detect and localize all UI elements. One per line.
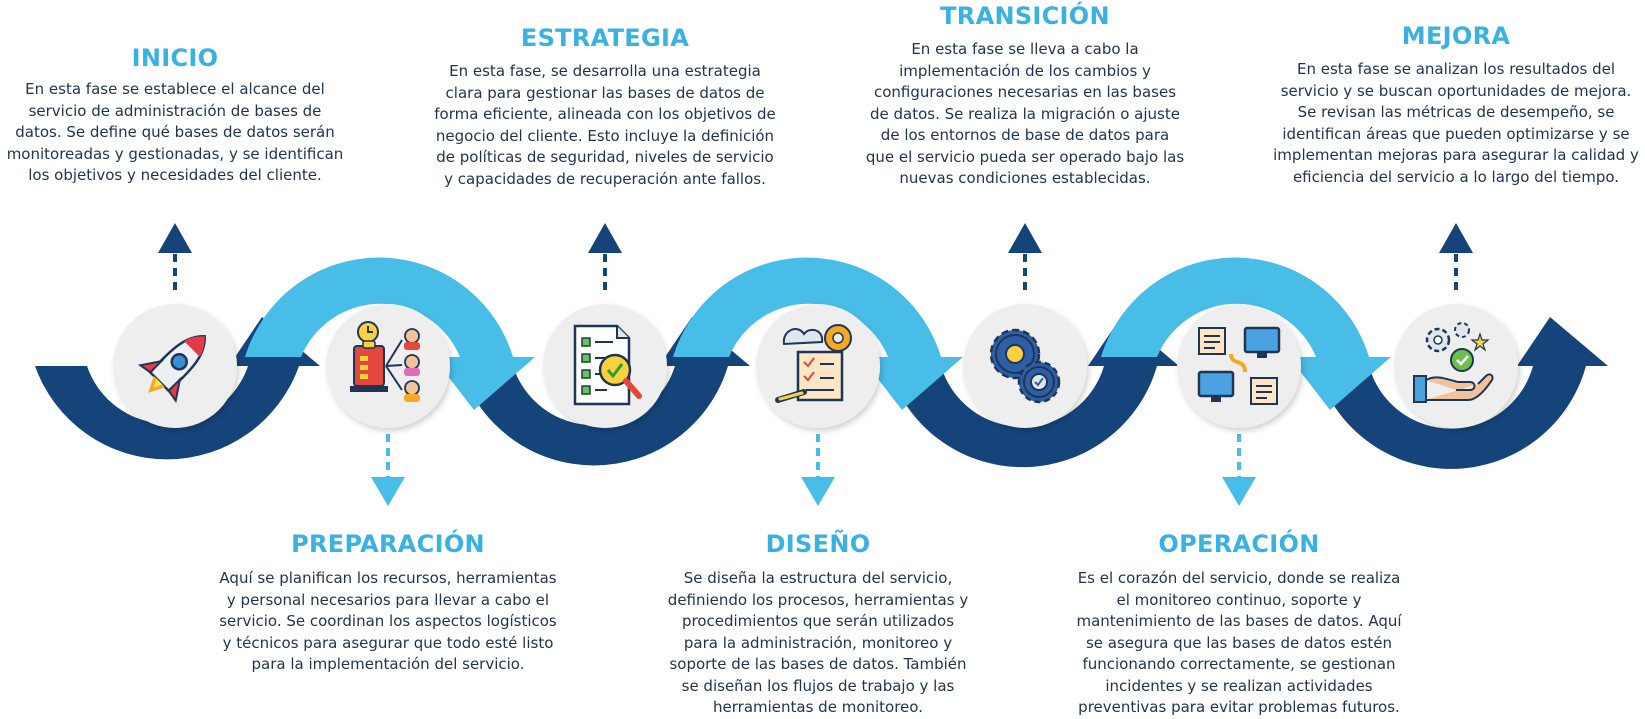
description-line: herramientas de monitoreo. — [713, 698, 923, 716]
up-arrow-mejora — [1439, 223, 1473, 290]
description-line: definiendo los procesos, herramientas y — [667, 590, 969, 609]
description-line: implementación de los cambios y — [899, 61, 1151, 80]
description-line: Se diseña la estructura del servicio, — [683, 569, 953, 587]
phase-title-mejora: MEJORA — [1401, 22, 1511, 50]
description-line: soporte de las bases de datos. También — [669, 655, 967, 673]
description-line: Es el corazón del servicio, donde se rea… — [1077, 569, 1401, 587]
description-line: negocio del cliente. Esto incluye la def… — [435, 126, 775, 145]
network-monitors-icon — [1197, 326, 1281, 405]
description-line: de datos. Se realiza la migración o ajus… — [870, 104, 1180, 123]
description-line: datos. Se define qué bases de datos será… — [15, 123, 335, 141]
wave-segment-bottom-4 — [1316, 317, 1608, 469]
description-line: En esta fase se lleva a cabo la — [911, 40, 1139, 58]
phase-title-operacion: OPERACIÓN — [1158, 530, 1320, 558]
description-line: identifican áreas que pueden optimizarse… — [1282, 124, 1630, 143]
description-line: servicio y se buscan oportunidades de me… — [1280, 81, 1632, 100]
wave-segment-top-3 — [1101, 257, 1391, 410]
description-line: eficiencia del servicio a lo largo del t… — [1292, 167, 1620, 186]
gears-icon — [989, 328, 1061, 404]
description-line: servicio de administración de bases de — [28, 101, 322, 120]
phase-description-diseno: Se diseña la estructura del servicio, de… — [638, 568, 998, 719]
down-arrow-operacion — [1222, 420, 1256, 506]
wave-segment-top-1 — [245, 257, 535, 410]
description-line: Aquí se planifican los recursos, herrami… — [219, 569, 557, 587]
phase-title-estrategia: ESTRATEGIA — [520, 24, 690, 52]
up-arrow-inicio — [158, 223, 192, 290]
phase-title-diseno: DISEÑO — [765, 530, 871, 558]
phase-description-preparacion: Aquí se planifican los recursos, herrami… — [198, 568, 578, 676]
up-arrow-estrategia — [588, 223, 622, 290]
hand-gears-check-icon — [1413, 322, 1494, 403]
connector-arrows — [158, 223, 1473, 506]
description-line: configuraciones necesarias en las bases — [873, 83, 1177, 101]
phase-title-transicion: TRANSICIÓN — [940, 2, 1110, 30]
design-document-gear-icon — [775, 324, 852, 403]
description-line: se asegura que las bases de datos estén — [1085, 633, 1393, 652]
description-line: implementan mejoras para asegurar la cal… — [1273, 146, 1639, 164]
description-line: el monitoreo continuo, soporte y — [1116, 590, 1362, 609]
description-line: los objetivos y necesidades del cliente. — [28, 166, 322, 184]
description-line: funcionando correctamente, se gestionan — [1082, 655, 1396, 673]
description-line: clara para gestionar las bases de datos … — [445, 83, 765, 102]
description-line: En esta fase se analizan los resultados … — [1296, 60, 1616, 78]
light-blue-top-wave — [245, 257, 1391, 410]
icon-circle-operacion — [1177, 304, 1301, 428]
description-line: y capacidades de recuperación ante fallo… — [444, 169, 766, 188]
phase-description-inicio: En esta fase se establece el alcance del… — [0, 79, 355, 187]
up-arrow-transicion — [1008, 223, 1042, 290]
description-line: que el servicio pueda ser operado bajo l… — [865, 147, 1185, 166]
planning-team-icon — [350, 321, 420, 402]
description-line: y técnicos para asegurar que todo esté l… — [222, 633, 554, 652]
description-line: monitoreadas y gestionadas, y se identif… — [6, 144, 344, 163]
description-line: procedimientos que serán utilizados — [681, 612, 955, 630]
wave-segment-top-2 — [673, 257, 963, 410]
description-line: nuevas condiciones establecidas. — [899, 169, 1151, 187]
description-line: En esta fase se establece el alcance del — [25, 80, 325, 98]
description-line: Se revisan las métricas de desempeño, se — [1297, 103, 1615, 121]
phase-title-inicio: INICIO — [131, 44, 219, 72]
description-line: para la administración, monitoreo y — [683, 633, 953, 652]
checklist-magnifier-icon — [573, 324, 642, 406]
description-line: preventivas para evitar problemas futuro… — [1078, 698, 1400, 716]
phase-description-operacion: Es el corazón del servicio, donde se rea… — [1054, 568, 1424, 719]
description-line: se diseñan los flujos de trabajo y las — [681, 676, 955, 695]
phase-description-mejora: En esta fase se analizan los resultados … — [1269, 59, 1644, 188]
description-line: de los entornos de base de datos para — [880, 126, 1170, 144]
down-arrow-preparacion — [371, 420, 405, 506]
description-line: forma eficiente, alineada con los objeti… — [434, 105, 776, 123]
description-line: mantenimiento de las bases de datos. Aqu… — [1076, 612, 1402, 630]
description-line: para la implementación del servicio. — [251, 655, 525, 673]
phase-description-transicion: En esta fase se lleva a cabo la implemen… — [845, 39, 1205, 190]
phase-title-preparacion: PREPARACIÓN — [291, 530, 485, 558]
down-arrow-diseno — [801, 420, 835, 506]
rocket-icon — [137, 335, 206, 404]
description-line: En esta fase, se desarrolla una estrateg… — [449, 62, 761, 80]
description-line: incidentes y se realizan actividades — [1105, 676, 1373, 695]
description-line: de políticas de seguridad, niveles de se… — [436, 148, 774, 166]
phase-description-estrategia: En esta fase, se desarrolla una estrateg… — [420, 61, 790, 190]
description-line: y personal necesarios para llevar a cabo… — [226, 590, 550, 609]
description-line: servicio. Se coordinan los aspectos logí… — [219, 612, 557, 630]
